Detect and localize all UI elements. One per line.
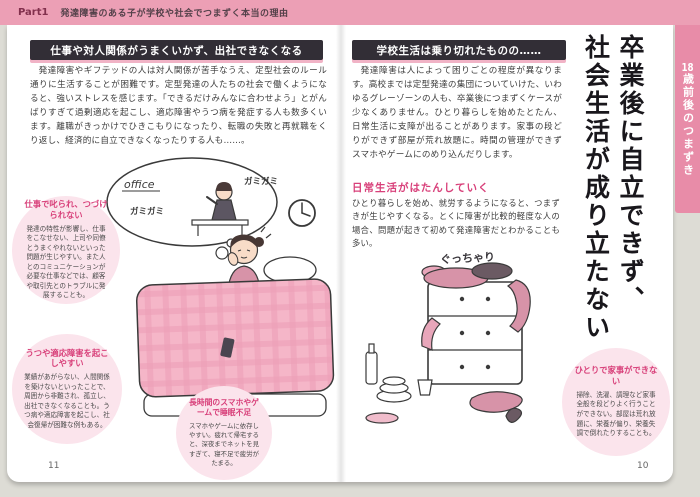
clock-icon — [288, 199, 316, 227]
grumble-text-left: ガミガミ — [130, 206, 164, 217]
section-tab-label: 歳前後のつまずき — [681, 72, 695, 177]
grumble-text-right: ガミガミ — [244, 176, 278, 187]
smartphone-on-bed — [220, 337, 235, 358]
clothes-pile-illustration — [421, 262, 531, 351]
part-label: Part1 — [18, 7, 49, 18]
callout-body: 発達の特性が影響し、仕事をこなせない、上司や同僚とうまくやれないといった問題が生… — [26, 224, 106, 300]
callout-work-scolded: 仕事で叱られ、つづけられない 発達の特性が影響し、仕事をこなせない、上司や同僚と… — [12, 196, 120, 304]
callout-body: スマホやゲームに依存しやすい。疲れて帰宅すると、深夜までネットを見すぎて、寝不足… — [188, 421, 260, 468]
right-page-number: 10 — [637, 461, 649, 471]
callout-title: ひとりで家事ができない — [574, 365, 658, 387]
messy-label: ぐっちゃり — [440, 250, 496, 266]
thought-bubble-illustration: office ガミガミ ガミガミ — [106, 157, 278, 260]
right-section-heading: 学校生活は乗り切れたものの…… — [352, 40, 566, 60]
callout-title: 長時間のスマホやゲームで睡眠不足 — [189, 397, 259, 417]
callout-housework: ひとりで家事ができない 掃除、洗濯、調理など家事全般を段どりよく行うことができな… — [562, 348, 670, 456]
dirty-dishes-illustration — [365, 343, 433, 403]
right-sub-paragraph: ひとり暮らしを始め、就労するようになると、つまずきが生じやすくなる。とくに障害が… — [352, 198, 560, 249]
right-page-illustration: ぐっちゃり — [365, 250, 531, 424]
left-page-illustration: office ガミガミ ガミガミ — [106, 157, 335, 417]
dresser-illustration — [427, 281, 523, 385]
woman-in-bed-illustration — [135, 226, 335, 417]
callout-depression: うつや適応障害を起こしやすい 業績があがらない、人間関係を築けないといったことで… — [12, 334, 122, 444]
right-sub-heading: 日常生活がはたんしていく — [352, 182, 490, 194]
callout-body: 業績があがらない、人間関係を築けないといったことで、周囲から非難され、孤立し、出… — [24, 373, 110, 429]
callout-title: 仕事で叱られ、つづけられない — [24, 199, 108, 220]
section-tab-number: 18 — [681, 61, 694, 73]
callout-title: うつや適応障害を起こしやすい — [25, 347, 109, 369]
page-main-title: 卒業後に自立できず、 社会生活が成り立たない — [578, 34, 647, 352]
office-sign-label: office — [124, 178, 155, 191]
main-title-line1: 卒業後に自立できず、 — [616, 34, 645, 314]
callout-sleep-deprivation: 長時間のスマホやゲームで睡眠不足 スマホやゲームに依存しやすい。疲れて帰宅すると… — [176, 386, 272, 480]
left-body-paragraph: 発達障害やギフテッドの人は対人関係が苦手なうえ、定型社会のルール通りに生活するこ… — [30, 66, 327, 146]
chapter-title: 発達障害のある子が学校や社会でつまずく本当の理由 — [60, 9, 289, 19]
right-body-paragraph: 発達障害は人によって困りごとの程度が異なります。高校までは定型発達の集団について… — [352, 66, 562, 160]
chapter-header: Part1 発達障害のある子が学校や社会でつまずく本当の理由 — [0, 0, 700, 25]
left-page-number: 11 — [48, 461, 60, 471]
scattered-clothes-illustration — [365, 391, 523, 424]
book-spine — [336, 25, 346, 482]
callout-body: 掃除、洗濯、調理など家事全般を段どりよく行うことができない。部屋は荒れ放題に、栄… — [576, 390, 656, 438]
left-section-heading: 仕事や対人関係がうまくいかず、出社できなくなる — [30, 40, 323, 60]
main-title-line2: 社会生活が成り立たない — [581, 34, 611, 342]
